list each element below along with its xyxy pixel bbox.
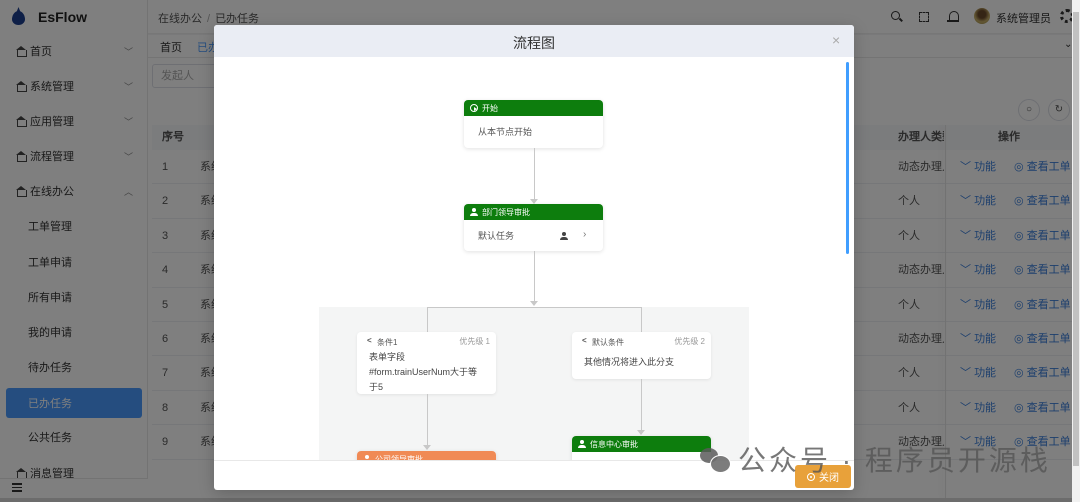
- arrow-down-icon: [423, 445, 431, 450]
- page-scrollbar-thumb[interactable]: [1073, 12, 1079, 466]
- flow-diagram-canvas[interactable]: 开始 从本节点开始 部门领导审批 默认任务 ›: [214, 57, 854, 460]
- flow-node-company-approval[interactable]: 公司领导审批: [357, 451, 496, 460]
- flow-node-info-center-approval[interactable]: 信息中心审批: [572, 436, 711, 460]
- branch-icon: [582, 336, 589, 346]
- condition-card-1[interactable]: 条件1 优先级 1 表单字段 #form.trainUserNum大于等于5: [357, 332, 496, 394]
- connector-line: [641, 379, 642, 431]
- connector-line: [534, 251, 535, 303]
- modal-header: 流程图 ×: [214, 25, 854, 57]
- condition-card-default[interactable]: 默认条件 优先级 2 其他情况将进入此分支: [572, 332, 711, 379]
- modal-title: 流程图: [513, 35, 555, 51]
- priority-label: 优先级 1: [459, 337, 490, 346]
- page-scrollbar[interactable]: [1072, 0, 1080, 502]
- close-button[interactable]: 关闭: [795, 465, 851, 488]
- chevron-right-icon[interactable]: ›: [583, 229, 587, 240]
- user-icon: [470, 208, 478, 216]
- arrow-down-icon: [637, 430, 645, 435]
- modal-body: 开始 从本节点开始 部门领导审批 默认任务 ›: [214, 57, 854, 460]
- branch-icon: [367, 336, 374, 346]
- connector-line: [641, 307, 642, 332]
- play-circle-icon: [470, 104, 478, 112]
- user-icon: [363, 455, 371, 460]
- modal-scrollbar[interactable]: [846, 62, 849, 254]
- flow-node-dept-approval[interactable]: 部门领导审批 默认任务 ›: [464, 204, 603, 251]
- assignee-user-icon[interactable]: [560, 232, 568, 240]
- connector-line: [427, 394, 428, 446]
- flow-node-start[interactable]: 开始 从本节点开始: [464, 100, 603, 148]
- connector-line: [427, 307, 428, 332]
- branch-connector: [427, 307, 641, 308]
- user-icon: [578, 440, 586, 448]
- arrow-down-icon: [530, 301, 538, 306]
- connector-line: [534, 148, 535, 200]
- priority-label: 优先级 2: [674, 337, 705, 346]
- modal-footer: 关闭: [214, 460, 854, 490]
- flowchart-modal: 流程图 × 开始 从本节点开始 部门领导审批 默认任务 ›: [214, 25, 854, 490]
- close-circle-icon: [807, 472, 815, 481]
- arrow-down-icon: [530, 199, 538, 204]
- close-icon[interactable]: ×: [832, 32, 841, 48]
